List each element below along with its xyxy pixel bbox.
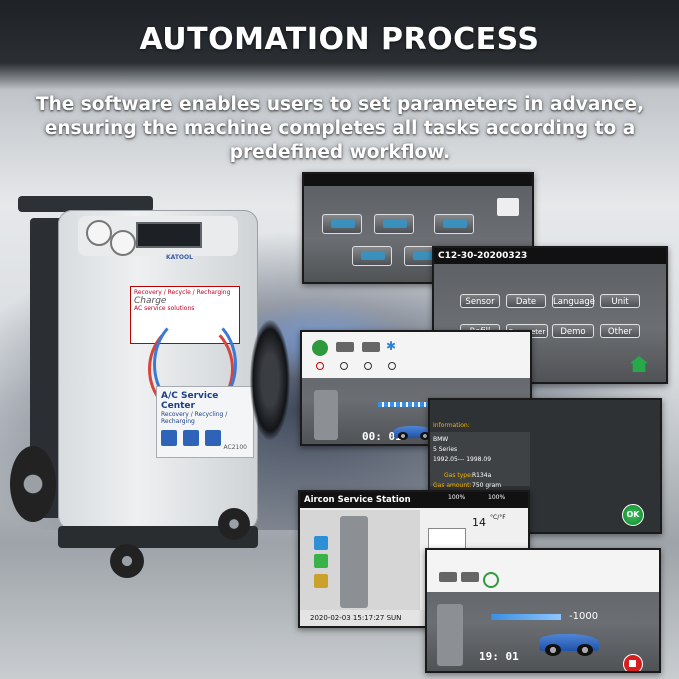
car-wheel-background bbox=[250, 320, 290, 440]
machine-mini-icon bbox=[437, 604, 463, 666]
vehicle-series: 5 Series bbox=[433, 446, 458, 453]
panel-title: A/C Service Center bbox=[161, 391, 219, 411]
menu-button-vacuum[interactable] bbox=[352, 246, 392, 266]
machine-info-panel: A/C Service Center Recovery / Recycling … bbox=[156, 386, 254, 458]
recycle-icon bbox=[183, 430, 199, 446]
screen-progress-2: -1000 19: 01 bbox=[425, 548, 661, 673]
other-button[interactable]: Other bbox=[600, 324, 640, 338]
progress-bar bbox=[491, 614, 561, 620]
temperature-unit: °C/°F bbox=[490, 514, 506, 521]
settings-code: C12-30-20200323 bbox=[434, 248, 666, 264]
cycle-icon bbox=[483, 572, 499, 588]
printer-icon[interactable] bbox=[497, 198, 519, 216]
station-level-1: 100% bbox=[448, 494, 466, 501]
panel-subtitle: Recovery / Recycling / Recharging bbox=[161, 411, 228, 425]
vacuum-tank-icon bbox=[314, 536, 328, 550]
station-datetime: 2020-02-03 15:17:27 SUN bbox=[310, 614, 402, 622]
menu-button-recycle[interactable] bbox=[374, 214, 414, 234]
pressure-gauge-right bbox=[110, 230, 136, 256]
title-band bbox=[0, 0, 679, 90]
unit-button[interactable]: Unit bbox=[600, 294, 640, 308]
gas-type-label: Gas type: bbox=[444, 472, 473, 479]
recharge-icon bbox=[205, 430, 221, 446]
progress-steps-bar bbox=[427, 550, 659, 592]
machine-display bbox=[136, 222, 202, 248]
step-dot-4 bbox=[388, 362, 396, 370]
caster-wheel-icon bbox=[218, 508, 250, 540]
label-line-3: AC service solutions bbox=[134, 305, 195, 312]
ac-service-machine: KATOOL Recovery / Recycle / Recharging C… bbox=[10, 196, 268, 591]
progress-value: -1000 bbox=[569, 611, 599, 622]
language-button[interactable]: Language bbox=[552, 294, 595, 308]
vacuum-icon bbox=[362, 342, 380, 352]
gas-type-value: R134a bbox=[472, 472, 492, 479]
machine-base bbox=[58, 526, 258, 548]
screen-header bbox=[304, 174, 532, 186]
home-icon[interactable] bbox=[630, 356, 648, 372]
car-icon bbox=[539, 628, 599, 656]
vacuum-icon bbox=[461, 572, 479, 582]
demo-button[interactable]: Demo bbox=[552, 324, 594, 338]
label-line-1: Recovery / Recycle / Recharging bbox=[134, 289, 231, 296]
stop-button[interactable] bbox=[623, 654, 643, 671]
station-level-2: 100% bbox=[488, 494, 506, 501]
info-rows bbox=[430, 432, 530, 486]
page-title: AUTOMATION PROCESS bbox=[139, 22, 540, 57]
machine-model: AC2100 bbox=[223, 444, 247, 451]
recovery-icon bbox=[161, 430, 177, 446]
progress-timer: 00: 01 bbox=[362, 430, 402, 443]
gas-amount-value: 750 gram bbox=[472, 482, 502, 489]
progress-bar bbox=[378, 402, 428, 407]
page-subtitle: The software enables users to set parame… bbox=[35, 94, 645, 163]
caster-wheel-icon bbox=[110, 544, 144, 578]
machine-mini-icon bbox=[314, 390, 338, 440]
progress-timer: 19: 01 bbox=[479, 650, 519, 663]
menu-button-charge[interactable] bbox=[434, 214, 474, 234]
vehicle-years: 1992.05--- 1998.09 bbox=[433, 456, 492, 463]
info-label: Information: bbox=[433, 422, 470, 429]
menu-button-recovery[interactable] bbox=[322, 214, 362, 234]
step-dot-2 bbox=[340, 362, 348, 370]
station-title: Aircon Service Station bbox=[300, 492, 528, 508]
vehicle-make: BMW bbox=[433, 436, 449, 443]
step-dot-1 bbox=[316, 362, 324, 370]
machine-handle bbox=[18, 196, 153, 212]
snowflake-icon: ✱ bbox=[386, 339, 397, 353]
machine-mini-icon bbox=[340, 516, 368, 608]
label-line-2: Charge bbox=[134, 296, 167, 306]
date-button[interactable]: Date bbox=[506, 294, 546, 308]
progress-steps-bar bbox=[302, 332, 530, 378]
big-wheel-icon bbox=[10, 446, 56, 522]
pressure-gauge-left bbox=[86, 220, 112, 246]
car-icon bbox=[394, 420, 434, 440]
temperature-value: 14 bbox=[472, 516, 486, 529]
panel-icons bbox=[161, 430, 249, 446]
gas-amount-label: Gas amount: bbox=[433, 482, 472, 489]
step-dot-3 bbox=[364, 362, 372, 370]
oil-bottle-icon bbox=[314, 554, 328, 568]
oil-icon bbox=[439, 572, 457, 582]
recycle-icon bbox=[312, 340, 328, 356]
machine-brand-logo: KATOOL bbox=[166, 254, 193, 261]
ok-button[interactable]: OK bbox=[622, 504, 644, 526]
sensor-button[interactable]: Sensor bbox=[460, 294, 500, 308]
oil-icon bbox=[336, 342, 354, 352]
dye-bottle-icon bbox=[314, 574, 328, 588]
